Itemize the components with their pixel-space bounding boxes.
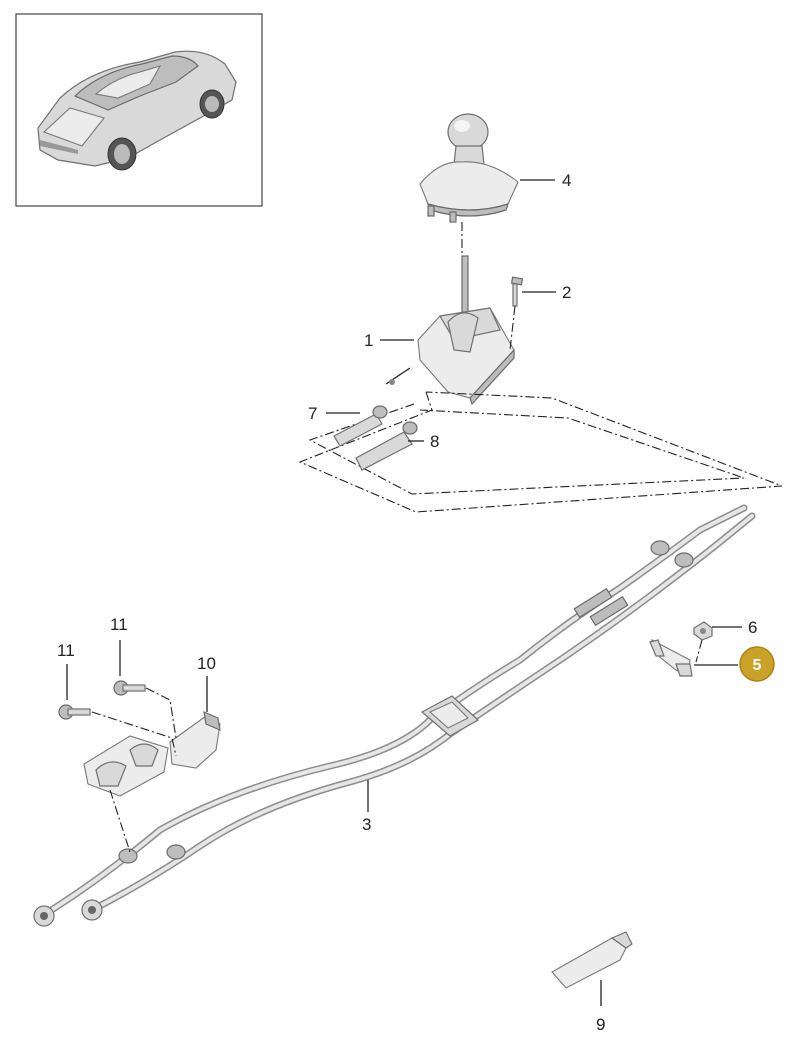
- part-1-shifter-housing: [385, 255, 515, 406]
- part-6-nut: [693, 621, 713, 641]
- part-10-bracket: [169, 711, 221, 769]
- callout-11-upper: 11: [110, 615, 128, 634]
- callout-7: 7: [308, 404, 317, 423]
- part-8-bushing: [355, 421, 418, 471]
- highlight-badge-5[interactable]: 5: [739, 646, 775, 682]
- callout-2: 2: [562, 283, 571, 302]
- part-5-bracket: [649, 638, 693, 677]
- callout-9: 9: [596, 1015, 605, 1034]
- callout-6: 6: [748, 618, 757, 637]
- callout-5: 5: [753, 657, 762, 674]
- callout-11-lower: 11: [57, 641, 75, 660]
- callout-4: 4: [562, 171, 571, 190]
- car-icon: [37, 50, 237, 171]
- callout-1: 1: [364, 331, 373, 350]
- callout-3: 3: [362, 815, 371, 834]
- cable-clamp: [83, 735, 169, 797]
- callout-10: 10: [197, 654, 216, 673]
- part-11-bolt-a: [58, 704, 91, 720]
- part-7-bushing: [333, 405, 388, 447]
- leader-lines: [66, 179, 742, 1006]
- part-2-bolt: [510, 276, 524, 307]
- part-4-shift-knob-boot: [419, 113, 519, 223]
- part-9-grease-tube: [551, 931, 633, 989]
- part-11-bolt-b: [113, 680, 146, 696]
- part-3-shift-cables: [33, 504, 756, 927]
- vehicle-thumbnail: [15, 13, 263, 207]
- callout-8: 8: [430, 432, 439, 451]
